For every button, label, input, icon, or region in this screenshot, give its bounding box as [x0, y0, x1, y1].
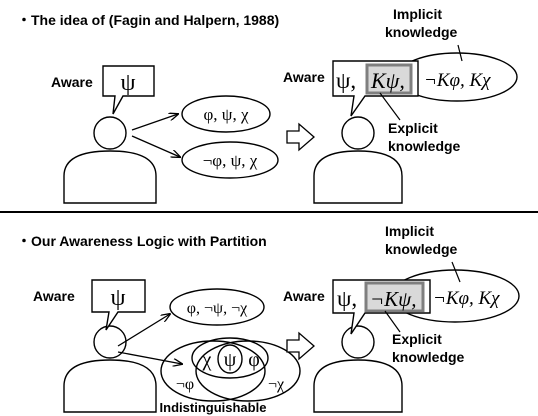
- implicit-callout-line: [457, 44, 463, 62]
- top-explicit-line1: Explicit: [388, 120, 438, 136]
- top-world-2: ¬φ, ψ, χ: [203, 151, 258, 170]
- speech-bubble-icon: [91, 279, 146, 331]
- person-icon: [313, 116, 403, 204]
- hollow-right-arrow-icon: [286, 331, 315, 361]
- explicit-callout-line: [384, 310, 401, 333]
- venn-psi-circle: [217, 344, 243, 374]
- top-right-rest: ¬Kφ, Kχ: [424, 70, 491, 91]
- top-explicit-line2: knowledge: [388, 138, 461, 154]
- venn-diagram: [160, 337, 301, 402]
- world-ellipse: [181, 95, 271, 133]
- bottom-right-nkpsi: ¬Kψ,: [370, 287, 416, 311]
- explicit-callout-line: [379, 92, 401, 121]
- bottom-explicit-line2: knowledge: [392, 349, 465, 365]
- top-right-psi: ψ,: [336, 68, 356, 93]
- explicit-knowledge-highlight: [365, 63, 413, 95]
- person-icon: [63, 116, 157, 204]
- world-ellipse: [169, 288, 265, 326]
- arrow-icon: [131, 135, 180, 157]
- top-implicit-line1: Implicit: [393, 6, 442, 22]
- hollow-right-arrow-icon: [286, 122, 315, 152]
- explicit-knowledge-highlight: [364, 281, 425, 313]
- top-left-aware-label: Aware: [51, 74, 93, 90]
- bottom-implicit-line2: knowledge: [385, 241, 458, 257]
- venn-phi: φ: [248, 349, 260, 371]
- top-world-1: φ, ψ, χ: [204, 105, 249, 124]
- top-title: ・The idea of (Fagin and Halpern, 1988): [17, 12, 279, 28]
- venn-not-chi: ¬χ: [268, 376, 285, 393]
- person-icon: [63, 325, 157, 413]
- arrow-icon: [117, 314, 170, 347]
- bottom-world-1: φ, ¬ψ, ¬χ: [187, 300, 248, 317]
- bottom-explicit-line1: Explicit: [392, 331, 442, 347]
- bottom-right-aware-label: Aware: [283, 288, 325, 304]
- bottom-right-rest: ¬Kφ, Kχ: [433, 288, 500, 309]
- arrow-icon: [131, 114, 178, 131]
- top-right-aware-label: Aware: [283, 69, 325, 85]
- indistinguishable-label: Indistinguishable: [160, 400, 267, 415]
- venn-psi: ψ: [224, 349, 237, 371]
- left-bubble-psi: ψ: [120, 70, 135, 96]
- bottom-left-bubble-psi: ψ: [110, 285, 125, 311]
- venn-chi: χ: [202, 349, 212, 371]
- speech-bubble-icon: [102, 65, 155, 115]
- bottom-left-aware-label: Aware: [33, 288, 75, 304]
- person-icon: [313, 325, 403, 413]
- bottom-implicit-line1: Implicit: [385, 223, 434, 239]
- venn-not-phi: ¬φ: [176, 376, 194, 393]
- world-ellipse: [181, 141, 279, 179]
- arrow-icon: [117, 351, 182, 364]
- top-right-kpsi: Kψ,: [370, 68, 405, 93]
- top-implicit-line2: knowledge: [385, 24, 458, 40]
- implicit-callout-line: [451, 261, 461, 283]
- bottom-right-psi: ψ,: [337, 286, 357, 311]
- bottom-title: ・Our Awareness Logic with Partition: [17, 233, 267, 249]
